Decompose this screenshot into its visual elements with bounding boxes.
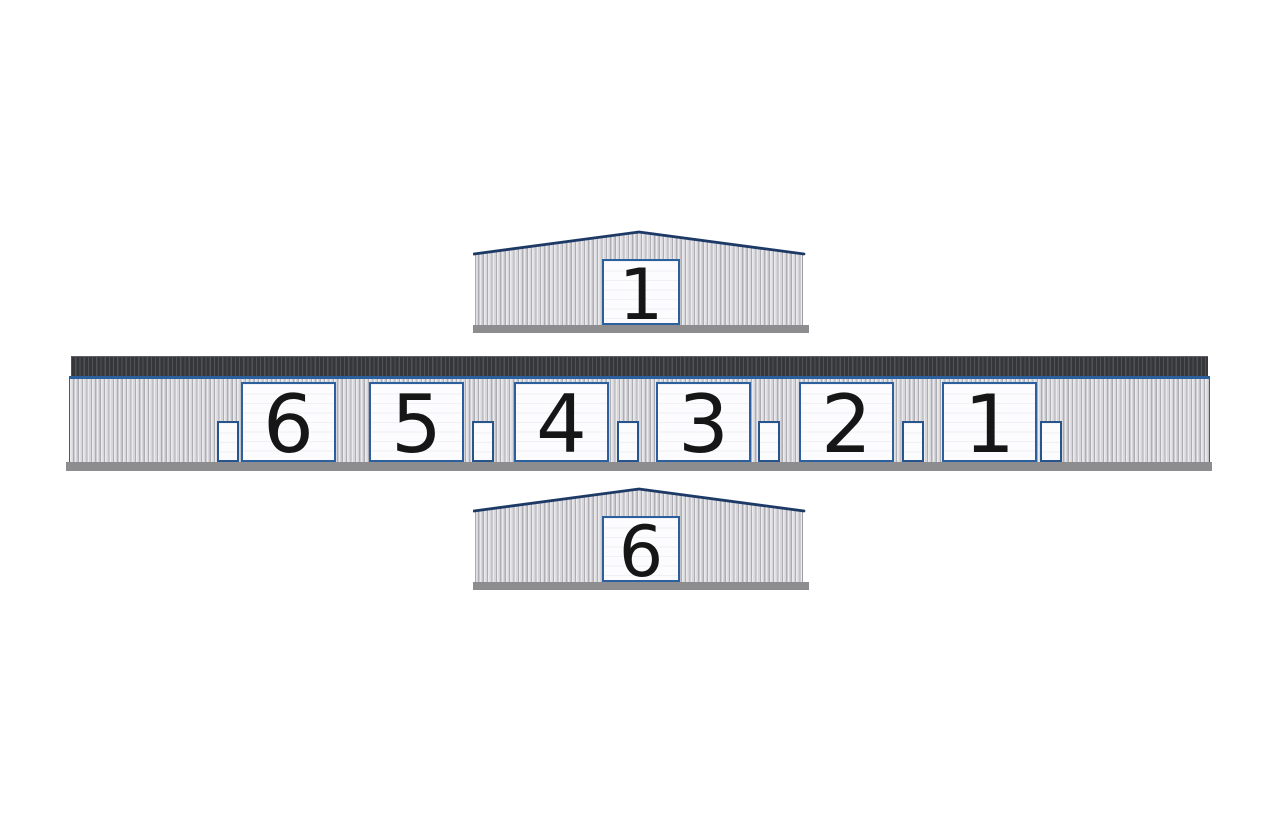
garage-door-unit-1[interactable]: 1 (942, 381, 1037, 462)
unit-number: 4 (536, 381, 587, 462)
man-door (472, 421, 494, 462)
foundation-slab (66, 462, 1212, 471)
unit-number: 1 (618, 259, 664, 325)
garage-door-unit-3[interactable]: 3 (656, 381, 751, 462)
garage-door-unit-4[interactable]: 4 (514, 381, 609, 462)
garage-door-unit-5[interactable]: 5 (369, 381, 464, 462)
eave-trim-line (69, 376, 1210, 379)
man-door (902, 421, 924, 462)
unit-door-bottom-building[interactable]: 6 (602, 516, 680, 582)
garage-door-unit-2[interactable]: 2 (799, 381, 894, 462)
foundation-slab (473, 325, 809, 333)
man-door (617, 421, 639, 462)
top-building-elevation: 1 (473, 230, 809, 336)
foundation-slab (473, 582, 809, 590)
unit-number: 5 (391, 381, 442, 462)
unit-number: 3 (678, 381, 729, 462)
middle-building-elevation: 6 5 4 3 2 1 (66, 356, 1212, 471)
garage-door-unit-6[interactable]: 6 (241, 381, 336, 462)
man-door (217, 421, 239, 462)
flat-roof-band (71, 356, 1208, 376)
man-door (758, 421, 780, 462)
unit-number: 6 (263, 381, 314, 462)
gable-roofline (473, 487, 806, 513)
unit-number: 1 (964, 381, 1015, 462)
gable-roofline (473, 230, 806, 256)
bottom-building-elevation: 6 (473, 487, 809, 593)
unit-door-top-building[interactable]: 1 (602, 259, 680, 325)
man-door (1040, 421, 1062, 462)
unit-number: 2 (821, 381, 872, 462)
unit-number: 6 (618, 516, 664, 582)
